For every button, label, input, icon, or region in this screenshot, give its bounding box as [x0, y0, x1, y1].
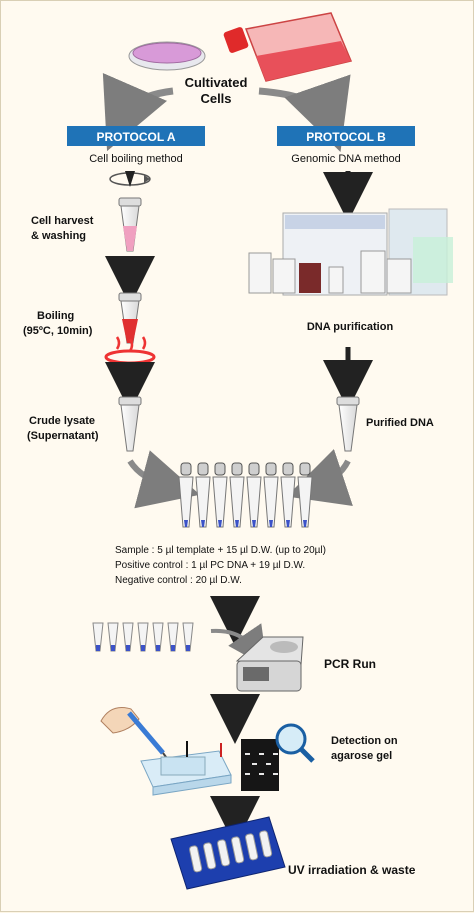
gel-image-icon [241, 739, 279, 791]
gel-band [266, 763, 271, 765]
step-b2: Purified DNA [366, 417, 434, 429]
tube-purified-icon [336, 396, 360, 452]
magnifier-icon [275, 723, 315, 763]
gel-band [245, 753, 250, 755]
strip-tube [229, 476, 245, 528]
small-tube-tip [186, 645, 190, 651]
culture-flask-icon [223, 12, 353, 82]
gel-band [252, 763, 257, 765]
strip-cap [265, 462, 277, 476]
detection-line2: agarose gel [331, 750, 392, 762]
uv-tray-icon [170, 816, 286, 890]
step-a3-line2: (Supernatant) [27, 430, 99, 442]
gel-tank-icon [140, 741, 232, 796]
protocol-a-subtitle: Cell boiling method [89, 153, 183, 165]
protocol-b-header-text: PROTOCOL B [306, 130, 386, 144]
strip-tube [212, 476, 228, 528]
small-tube-tip [141, 645, 145, 651]
strip-cap [299, 462, 311, 476]
tray-tube [245, 833, 259, 861]
gel-band [259, 753, 264, 755]
tube-boiling-icon [118, 292, 142, 344]
cells-title-line2: Cells [200, 91, 231, 106]
heat-icon [104, 336, 156, 365]
thermocycler-icon [235, 636, 304, 692]
tray-tube [217, 839, 231, 867]
protocol-a-header [67, 126, 205, 146]
strip-tube [280, 476, 296, 528]
merge-arrow-b [286, 449, 353, 506]
pipette-hand-icon [100, 707, 170, 762]
tray-tube [259, 830, 273, 858]
strip-tube-tip [286, 520, 290, 527]
small-tube-tip [96, 645, 100, 651]
tray-tube [189, 845, 203, 873]
petri-dish-icon [128, 41, 206, 71]
strip-cap [197, 462, 209, 476]
merge-arrow-a [127, 450, 200, 509]
pcr-tubes-small-icon [92, 622, 194, 652]
small-tube-tip [171, 645, 175, 651]
strip-tube [246, 476, 262, 528]
strip-tube-tip [303, 520, 307, 527]
pcr-setup-line1: Sample : 5 µl template + 15 µl D.W. (up … [115, 545, 326, 556]
pcr-setup-line2: Positive control : 1 µl PC DNA + 19 µl D… [115, 560, 305, 571]
strip-cap [248, 462, 260, 476]
load-arrow [210, 623, 268, 668]
gel-band [273, 773, 278, 775]
strip-cap [180, 462, 192, 476]
disposal-label: UV irradiation & waste [288, 863, 416, 877]
dna-kit-icon [248, 208, 453, 296]
gel-band [273, 753, 278, 755]
pcr-setup-line3: Negative control : 20 µl D.W. [115, 575, 242, 586]
strip-tube [195, 476, 211, 528]
small-tube-tip [156, 645, 160, 651]
strip-tube [178, 476, 194, 528]
strip-tube-tip [184, 520, 188, 527]
small-tube-tip [126, 645, 130, 651]
gel-band [259, 773, 264, 775]
strip-tube [263, 476, 279, 528]
protocol-b-subtitle: Genomic DNA method [291, 153, 400, 165]
step-a2-line1: Boiling [37, 310, 74, 322]
tray-tube [231, 836, 245, 864]
tray-tube [203, 842, 217, 870]
strip-tube-tip [235, 520, 239, 527]
strip-tube-tip [269, 520, 273, 527]
branch-arrow-a [102, 72, 174, 152]
gel-band [245, 773, 250, 775]
pcr-tube-strip-icon [178, 462, 313, 528]
step-a1-line1: Cell harvest [31, 215, 94, 227]
strip-cap [282, 462, 294, 476]
pcr-run-label: PCR Run [324, 657, 376, 671]
rotation-icon [109, 171, 151, 187]
detection-line1: Detection on [331, 735, 398, 747]
step-a3-line1: Crude lysate [29, 415, 95, 427]
protocol-b-header [277, 126, 415, 146]
strip-cap [231, 462, 243, 476]
tube-lysate-icon [118, 396, 142, 452]
strip-tube-tip [218, 520, 222, 527]
step-b1: DNA purification [307, 321, 394, 333]
tube-wash-icon [118, 197, 142, 252]
protocol-a-header-text: PROTOCOL A [96, 130, 175, 144]
step-a1-line2: & washing [31, 230, 86, 242]
cells-title-line1: Cultivated [185, 75, 248, 90]
strip-tube-tip [201, 520, 205, 527]
small-tube-tip [111, 645, 115, 651]
strip-cap [214, 462, 226, 476]
strip-tube [297, 476, 313, 528]
branch-arrow-b [258, 74, 351, 153]
step-a2-line2: (95ºC, 10min) [23, 325, 93, 337]
strip-tube-tip [252, 520, 256, 527]
